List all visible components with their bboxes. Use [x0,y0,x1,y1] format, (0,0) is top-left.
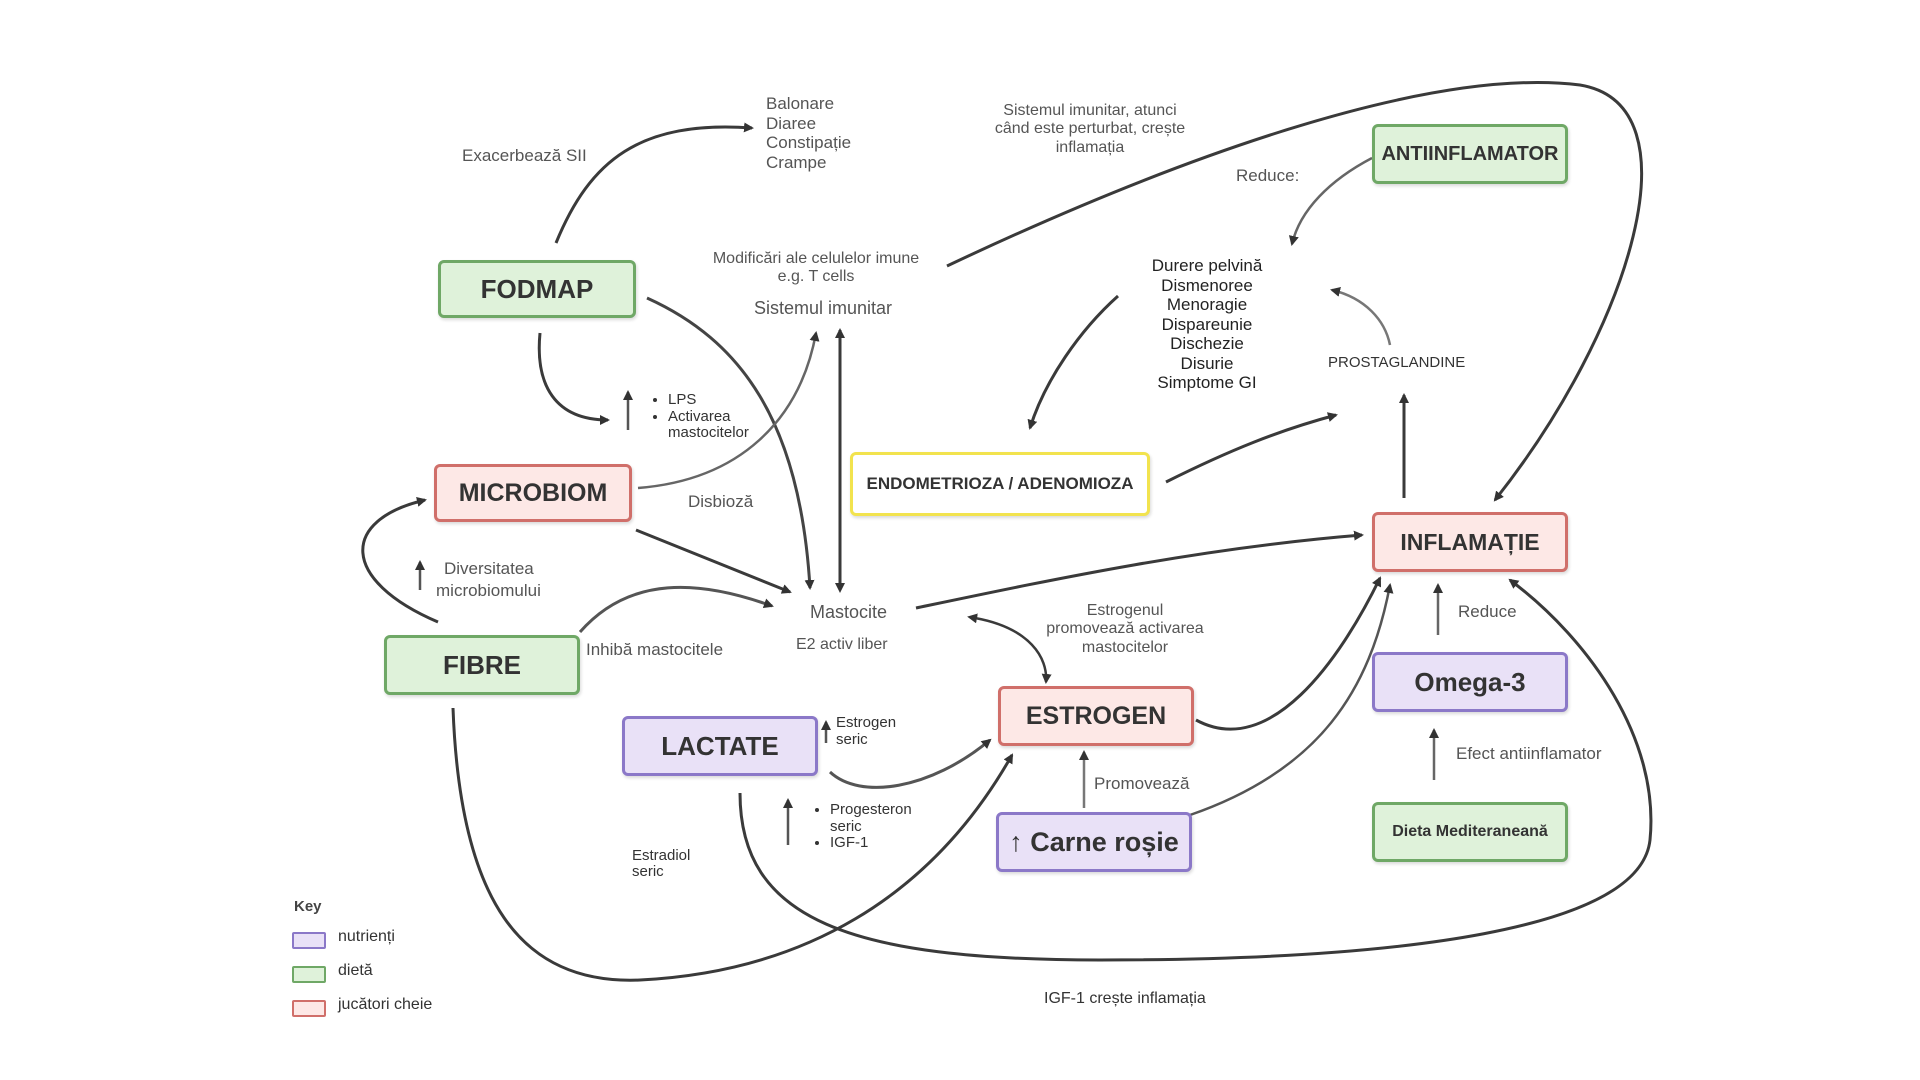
sistem-perturbat-label: Sistemul imunitar, atunci când este pert… [994,102,1186,156]
estrogen-seric-label: Estrogen seric [836,714,897,749]
arrow-pain-to-endo [1027,294,1120,430]
legend-swatch-nutrienti [292,932,326,949]
arrow-mastocite-to-inflamatie [915,530,1364,610]
arrow-lactate-to-estrogen [828,738,992,789]
pain-symptoms-list: Durere pelvină Dismenoree Menoragie Disp… [1151,256,1263,393]
node-fibre: FIBRE [384,635,580,695]
arrow-estrogen-to-inflamatie [1195,576,1382,731]
node-antiinflamator: ANTIINFLAMATOR [1372,124,1568,184]
arrow-endo-to-prostaglandine [1165,412,1338,484]
legend-swatch-jucatori [292,1000,326,1017]
arrow-antiinf-to-pain [1288,156,1373,246]
arrow-carne-to-inflamatie [1189,583,1394,817]
node-inflamatie: INFLAMAȚIE [1372,512,1568,572]
node-dieta-mediteraneana: Dieta Mediteraneană [1372,802,1568,862]
arrow-fibre-to-estrogen [451,707,1014,982]
reduce-omega-label: Reduce [1458,602,1517,621]
legend-label-dieta: dietă [338,962,373,979]
node-omega3: Omega-3 [1372,652,1568,712]
node-fodmap: FODMAP [438,260,636,318]
legend: Key nutrienți dietă jucători cheie [292,898,492,1028]
exacerbeaza-label: Exacerbează SII [462,146,587,165]
legend-label-jucatori: jucători cheie [338,996,433,1013]
legend-label-nutrienti: nutrienți [338,928,395,945]
arrow-fibre-to-mastocite [578,585,774,633]
prostaglandine-label: PROSTAGLANDINE [1328,354,1466,371]
legend-swatch-dieta [292,966,326,983]
arrow-mastocite-estrogen [967,613,1052,684]
mastocite-label: Mastocite [810,602,888,622]
legend-title: Key [294,898,322,915]
igf-inflamatia-label: IGF-1 crește inflamația [1044,990,1206,1007]
arrow-fodmap-to-lps [537,332,610,425]
estradiol-seric-label: Estradiol seric [632,847,691,880]
sistemul-imunitar-label: Sistemul imunitar [754,298,893,318]
e2-liber-label: E2 activ liber [796,636,888,653]
arrow-fodmap-to-mastocite [646,296,815,590]
promoveaza-label: Promovează [1094,774,1190,793]
diversitatea-label: Diversitatea microbiomului [436,559,541,601]
node-microbiom: MICROBIOM [434,464,632,522]
node-estrogen: ESTROGEN [998,686,1194,746]
efect-antiinflamator-label: Efect antiinflamator [1456,744,1602,763]
gi-symptoms-list: Balonare Diaree Constipație Crampe [766,94,852,172]
inhiba-label: Inhibă mastocitele [586,640,724,659]
arrow-lactate-to-inflamatie [738,578,1653,962]
node-carne-rosie: ↑ Carne roșie [996,812,1192,872]
arrow-microbiom-to-immune [637,331,820,490]
estrogenul-promoveaza-label: Estrogenul promovează activarea mastocit… [1046,602,1204,656]
progesteron-list: Progesteron seric IGF-1 [816,801,914,852]
arrow-prostaglandine-to-pain [1330,287,1392,346]
lps-list: LPS Activarea mastocitelor [654,391,778,442]
arrow-immune-loop-to-inflamatie [946,81,1643,502]
modificari-label: Modificări ale celulelor imune e.g. T ce… [712,250,920,286]
reduce-label: Reduce: [1236,166,1300,185]
arrow-microbiom-to-mastocite [635,528,792,594]
node-lactate: LACTATE [622,716,818,776]
disbioza-label: Disbioză [688,492,754,511]
arrow-fibre-to-microbiom [361,496,439,624]
arrow-fodmap-to-gi [554,122,754,244]
node-endometrioza: ENDOMETRIOZA / ADENOMIOZA [850,452,1150,516]
